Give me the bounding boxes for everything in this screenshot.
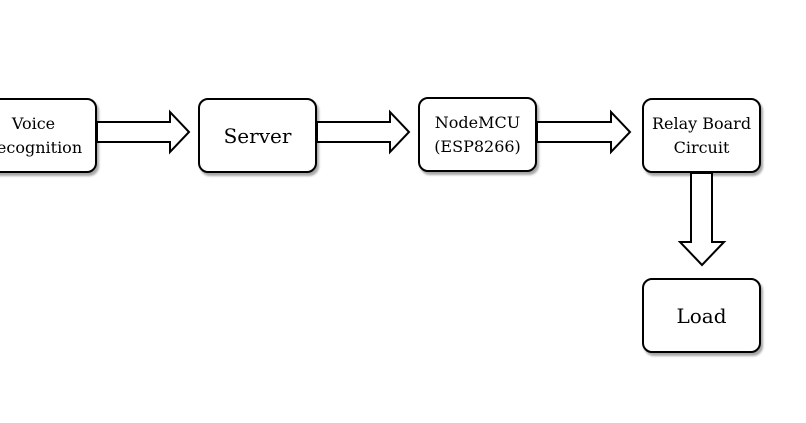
node-label-load: Load [676,303,727,328]
node-label-server: Server [223,123,292,148]
arrow-voice-to-server [96,109,191,155]
arrow-nodemcu-to-relay [536,109,632,155]
node-load: Load [642,278,761,353]
arrow-server-to-nodemcu [316,109,411,155]
node-nodemcu: NodeMCU (ESP8266) [418,97,537,172]
arrow-relay-to-load [677,172,727,267]
node-label-voice-recognition: Voice Recognition [0,113,83,157]
node-label-relay-board: Relay Board Circuit [651,113,752,157]
node-voice-recognition: Voice Recognition [0,98,97,173]
node-server: Server [198,98,317,173]
node-label-nodemcu: NodeMCU (ESP8266) [434,112,521,156]
